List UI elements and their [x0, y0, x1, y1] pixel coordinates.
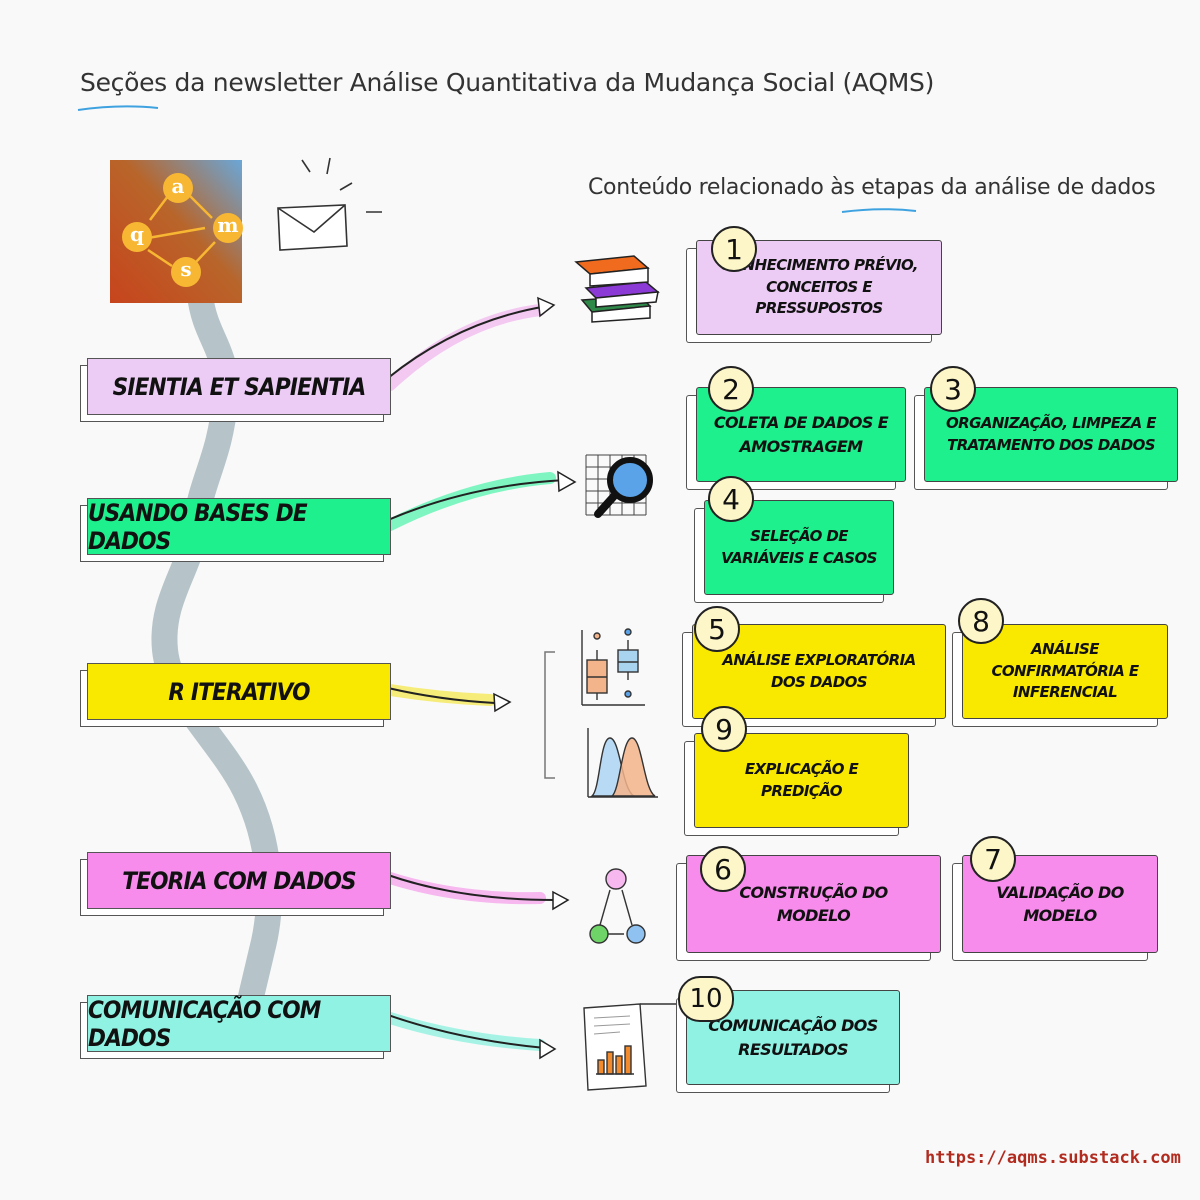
page-title: Seções da newsletter Análise Quantitativ… [80, 68, 935, 97]
step-card-3[interactable]: Organização, limpeza e tratamento dos da… [924, 387, 1178, 482]
arrow-teoria [384, 872, 570, 911]
footer-url-link[interactable]: https://aqms.substack.com [925, 1148, 1181, 1168]
step-number-9: 9 [701, 706, 747, 752]
step-number-3: 3 [930, 366, 976, 412]
logo-letter-s: s [180, 257, 192, 281]
section-comunicacao[interactable]: Comunicação com dados [87, 995, 391, 1052]
subtitle-underline [841, 208, 917, 213]
boxplot-icon [581, 628, 645, 706]
step-card-8[interactable]: Análise confirmatória e inferencial [962, 624, 1168, 719]
title-underline [77, 105, 159, 111]
section-bases-de-dados[interactable]: Usando bases de dados [87, 498, 391, 555]
arrow-comunicacao [384, 1012, 557, 1060]
arrow-sientia [384, 296, 556, 391]
section-r-iterativo[interactable]: R iterativo [87, 663, 391, 720]
arrow-r [384, 684, 512, 713]
step-number-4: 4 [708, 476, 754, 522]
logo-letter-m: m [217, 213, 239, 237]
section-sientia[interactable]: Sientia et Sapientia [87, 358, 391, 415]
magnifier-grid-icon [585, 454, 653, 518]
envelope-icon [277, 157, 382, 251]
step-number-10: 10 [678, 976, 734, 1022]
logo-letter-q: q [130, 222, 144, 246]
arrow-bases [384, 470, 577, 531]
density-icon [587, 728, 658, 798]
dag-icon [589, 868, 646, 944]
steps-heading: Conteúdo relacionado às etapas da anális… [588, 175, 1156, 200]
aqms-logo [110, 160, 243, 303]
step-number-1: 1 [711, 226, 757, 272]
report-chart-icon [583, 1003, 676, 1091]
step-number-8: 8 [958, 598, 1004, 644]
books-icon [574, 255, 660, 323]
step-number-5: 5 [694, 606, 740, 652]
step-card-2[interactable]: Coleta de dados e amostragem [696, 387, 906, 482]
step-number-6: 6 [700, 846, 746, 892]
section-teoria-com-dados[interactable]: Teoria com dados [87, 852, 391, 909]
step-number-2: 2 [708, 366, 754, 412]
step-number-7: 7 [970, 836, 1016, 882]
step-card-7[interactable]: Validação do modelo [962, 855, 1158, 953]
bracket [544, 651, 555, 779]
logo-letter-a: a [171, 174, 185, 198]
